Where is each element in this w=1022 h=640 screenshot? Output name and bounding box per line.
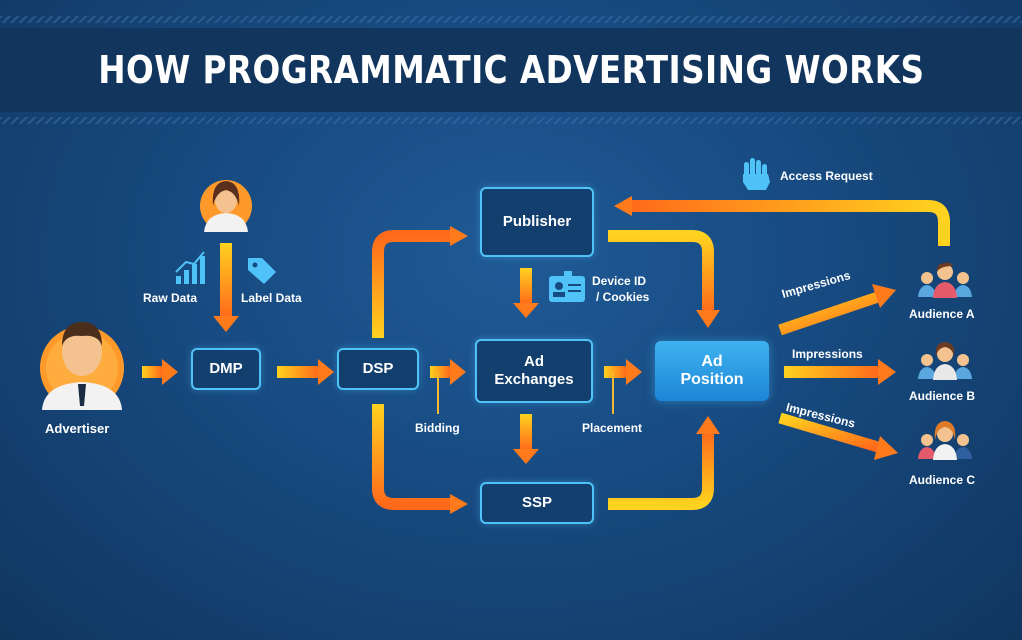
impressions-b-label: Impressions [792, 347, 863, 361]
bottom-stripe [0, 117, 1022, 124]
ad-position-box: Ad Position [655, 341, 769, 401]
placement-label: Placement [582, 421, 643, 435]
arrow-publisher-adposition [608, 230, 714, 312]
title-banner: HOW PROGRAMMATIC ADVERTISING WORKS [0, 28, 1022, 112]
arrow-access-request [630, 200, 950, 246]
person-icon [200, 180, 252, 232]
raw-data-label: Raw Data [143, 291, 198, 305]
arrow-publisher-exchange [513, 268, 539, 318]
arrow-dmp-dsp [277, 359, 334, 385]
ssp-box: SSP [480, 482, 594, 524]
page-title: HOW PROGRAMMATIC ADVERTISING WORKS [97, 48, 925, 92]
arrow-dsp-publisher [372, 230, 452, 338]
arrow-exchange-ssp [513, 414, 539, 464]
ad-exchanges-label: Ad Exchanges [494, 353, 574, 388]
cookies-label: / Cookies [596, 290, 650, 304]
arrow-dsp-ssp [372, 404, 452, 510]
audience-c-label: Audience C [909, 473, 976, 487]
ad-position-label: Ad Position [680, 353, 744, 388]
advertiser-icon [40, 322, 124, 410]
audience-b-label: Audience B [909, 389, 976, 403]
tag-icon [248, 258, 276, 284]
arrow-impressions-a [778, 284, 896, 336]
arrow-impressions-b [784, 359, 896, 385]
arrow-advertiser-dmp [142, 359, 178, 385]
ad-exchanges-box: Ad Exchanges [475, 339, 593, 403]
arrow-exchange-adposition [604, 359, 642, 414]
label-data-label: Label Data [241, 291, 302, 305]
ssp-label: SSP [521, 494, 552, 511]
arrow-impressions-c [778, 412, 898, 460]
arrow-person-dmp [213, 243, 239, 332]
arrow-ssp-adposition [608, 432, 714, 510]
dmp-box: DMP [191, 348, 261, 390]
dsp-label: DSP [362, 360, 394, 377]
hand-icon [743, 158, 770, 190]
group-icon [918, 262, 972, 460]
id-card-icon [549, 271, 585, 302]
publisher-box: Publisher [480, 187, 594, 257]
access-request-label: Access Request [780, 169, 873, 183]
top-stripe [0, 16, 1022, 23]
advertiser-label: Advertiser [45, 421, 110, 436]
device-id-label: Device ID [592, 274, 647, 288]
publisher-label: Publisher [502, 213, 572, 230]
arrow-dsp-exchange [430, 359, 466, 414]
bar-chart-icon [175, 251, 205, 284]
dsp-box: DSP [337, 348, 419, 390]
bidding-label: Bidding [415, 421, 460, 435]
audience-a-label: Audience A [909, 307, 975, 321]
dmp-label: DMP [209, 360, 243, 377]
